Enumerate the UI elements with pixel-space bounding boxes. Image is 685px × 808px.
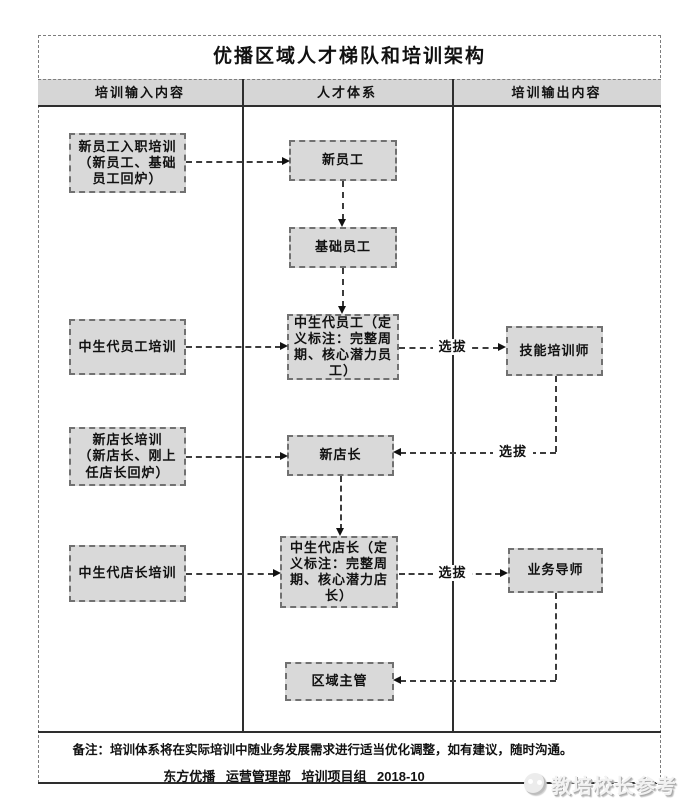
select-label-3: 选拔 bbox=[433, 565, 472, 581]
arrowhead-down-icon bbox=[338, 219, 346, 227]
arrowhead-right-icon bbox=[280, 342, 288, 350]
box-new-manager: 新店长 bbox=[287, 435, 394, 476]
arrow-new-to-base-employee bbox=[342, 181, 344, 220]
page-title: 优播区域人才梯队和培训架构 bbox=[212, 46, 486, 67]
box-region-supervisor: 区域主管 bbox=[285, 662, 394, 701]
box-new-employee: 新员工 bbox=[289, 140, 397, 181]
box-business-mentor: 业务导师 bbox=[508, 548, 603, 593]
arrow-input-to-new-manager bbox=[186, 456, 281, 458]
arrowhead-down-icon bbox=[338, 306, 346, 314]
box-base-employee: 基础员工 bbox=[289, 227, 397, 268]
column-divider-left bbox=[242, 79, 244, 732]
arrowhead-left-icon bbox=[393, 448, 401, 456]
box-midgen-employee: 中生代员工（定 义标注：完整周 期、核心潜力员 工） bbox=[287, 314, 399, 380]
arrow-base-to-midgen-employee bbox=[342, 268, 344, 307]
column-header-input: 培训输入内容 bbox=[38, 79, 242, 107]
arrowhead-down-icon bbox=[336, 528, 344, 536]
arrow-input-to-midgen-employee bbox=[186, 346, 281, 348]
arrow-trainer-to-new-manager bbox=[400, 452, 556, 454]
watermark-logo-icon bbox=[524, 773, 546, 795]
column-header-system: 人才体系 bbox=[242, 79, 452, 107]
watermark-text: 教培校长参考 bbox=[551, 775, 677, 798]
arrow-mentor-down bbox=[555, 593, 557, 680]
column-header-output: 培训输出内容 bbox=[452, 79, 661, 107]
box-midgen-manager: 中生代店长（定 义标注：完整周 期、核心潜力店 长） bbox=[280, 536, 398, 608]
footer-credit: 东方优播 运营管理部 培训项目组 2018-10 bbox=[163, 769, 425, 784]
box-new-employee-training: 新员工入职培训 （新员工、基础 员工回炉） bbox=[69, 133, 186, 193]
arrowhead-right-icon bbox=[498, 343, 506, 351]
arrowhead-right-icon bbox=[500, 569, 508, 577]
arrowhead-right-icon bbox=[282, 157, 290, 165]
box-midgen-manager-training: 中生代店长培训 bbox=[69, 545, 186, 602]
box-midgen-employee-training: 中生代员工培训 bbox=[69, 319, 186, 375]
arrow-new-to-midgen-manager bbox=[340, 476, 342, 530]
box-skill-trainer: 技能培训师 bbox=[506, 326, 603, 376]
arrow-input-to-midgen-manager bbox=[186, 573, 274, 575]
box-new-manager-training: 新店长培训 （新店长、刚上 任店长回炉） bbox=[69, 427, 186, 486]
column-divider-right bbox=[452, 79, 454, 732]
select-label-1: 选拔 bbox=[433, 339, 472, 355]
table-bottom-line bbox=[38, 782, 661, 784]
arrowhead-left-icon bbox=[393, 676, 401, 684]
footer-note: 备注：培训体系将在实际培训中随业务发展需求进行适当优化调整，如有建议，随时沟通。 bbox=[72, 743, 573, 757]
arrow-input-to-new-employee bbox=[186, 161, 283, 163]
arrow-trainer-down bbox=[555, 376, 557, 452]
arrowhead-right-icon bbox=[273, 569, 281, 577]
watermark: 教培校长参考 bbox=[524, 766, 685, 802]
footer-separator-line bbox=[38, 731, 661, 733]
arrowhead-right-icon bbox=[280, 452, 288, 460]
arrow-mentor-to-supervisor bbox=[400, 680, 556, 682]
select-label-2: 选拔 bbox=[493, 444, 533, 460]
